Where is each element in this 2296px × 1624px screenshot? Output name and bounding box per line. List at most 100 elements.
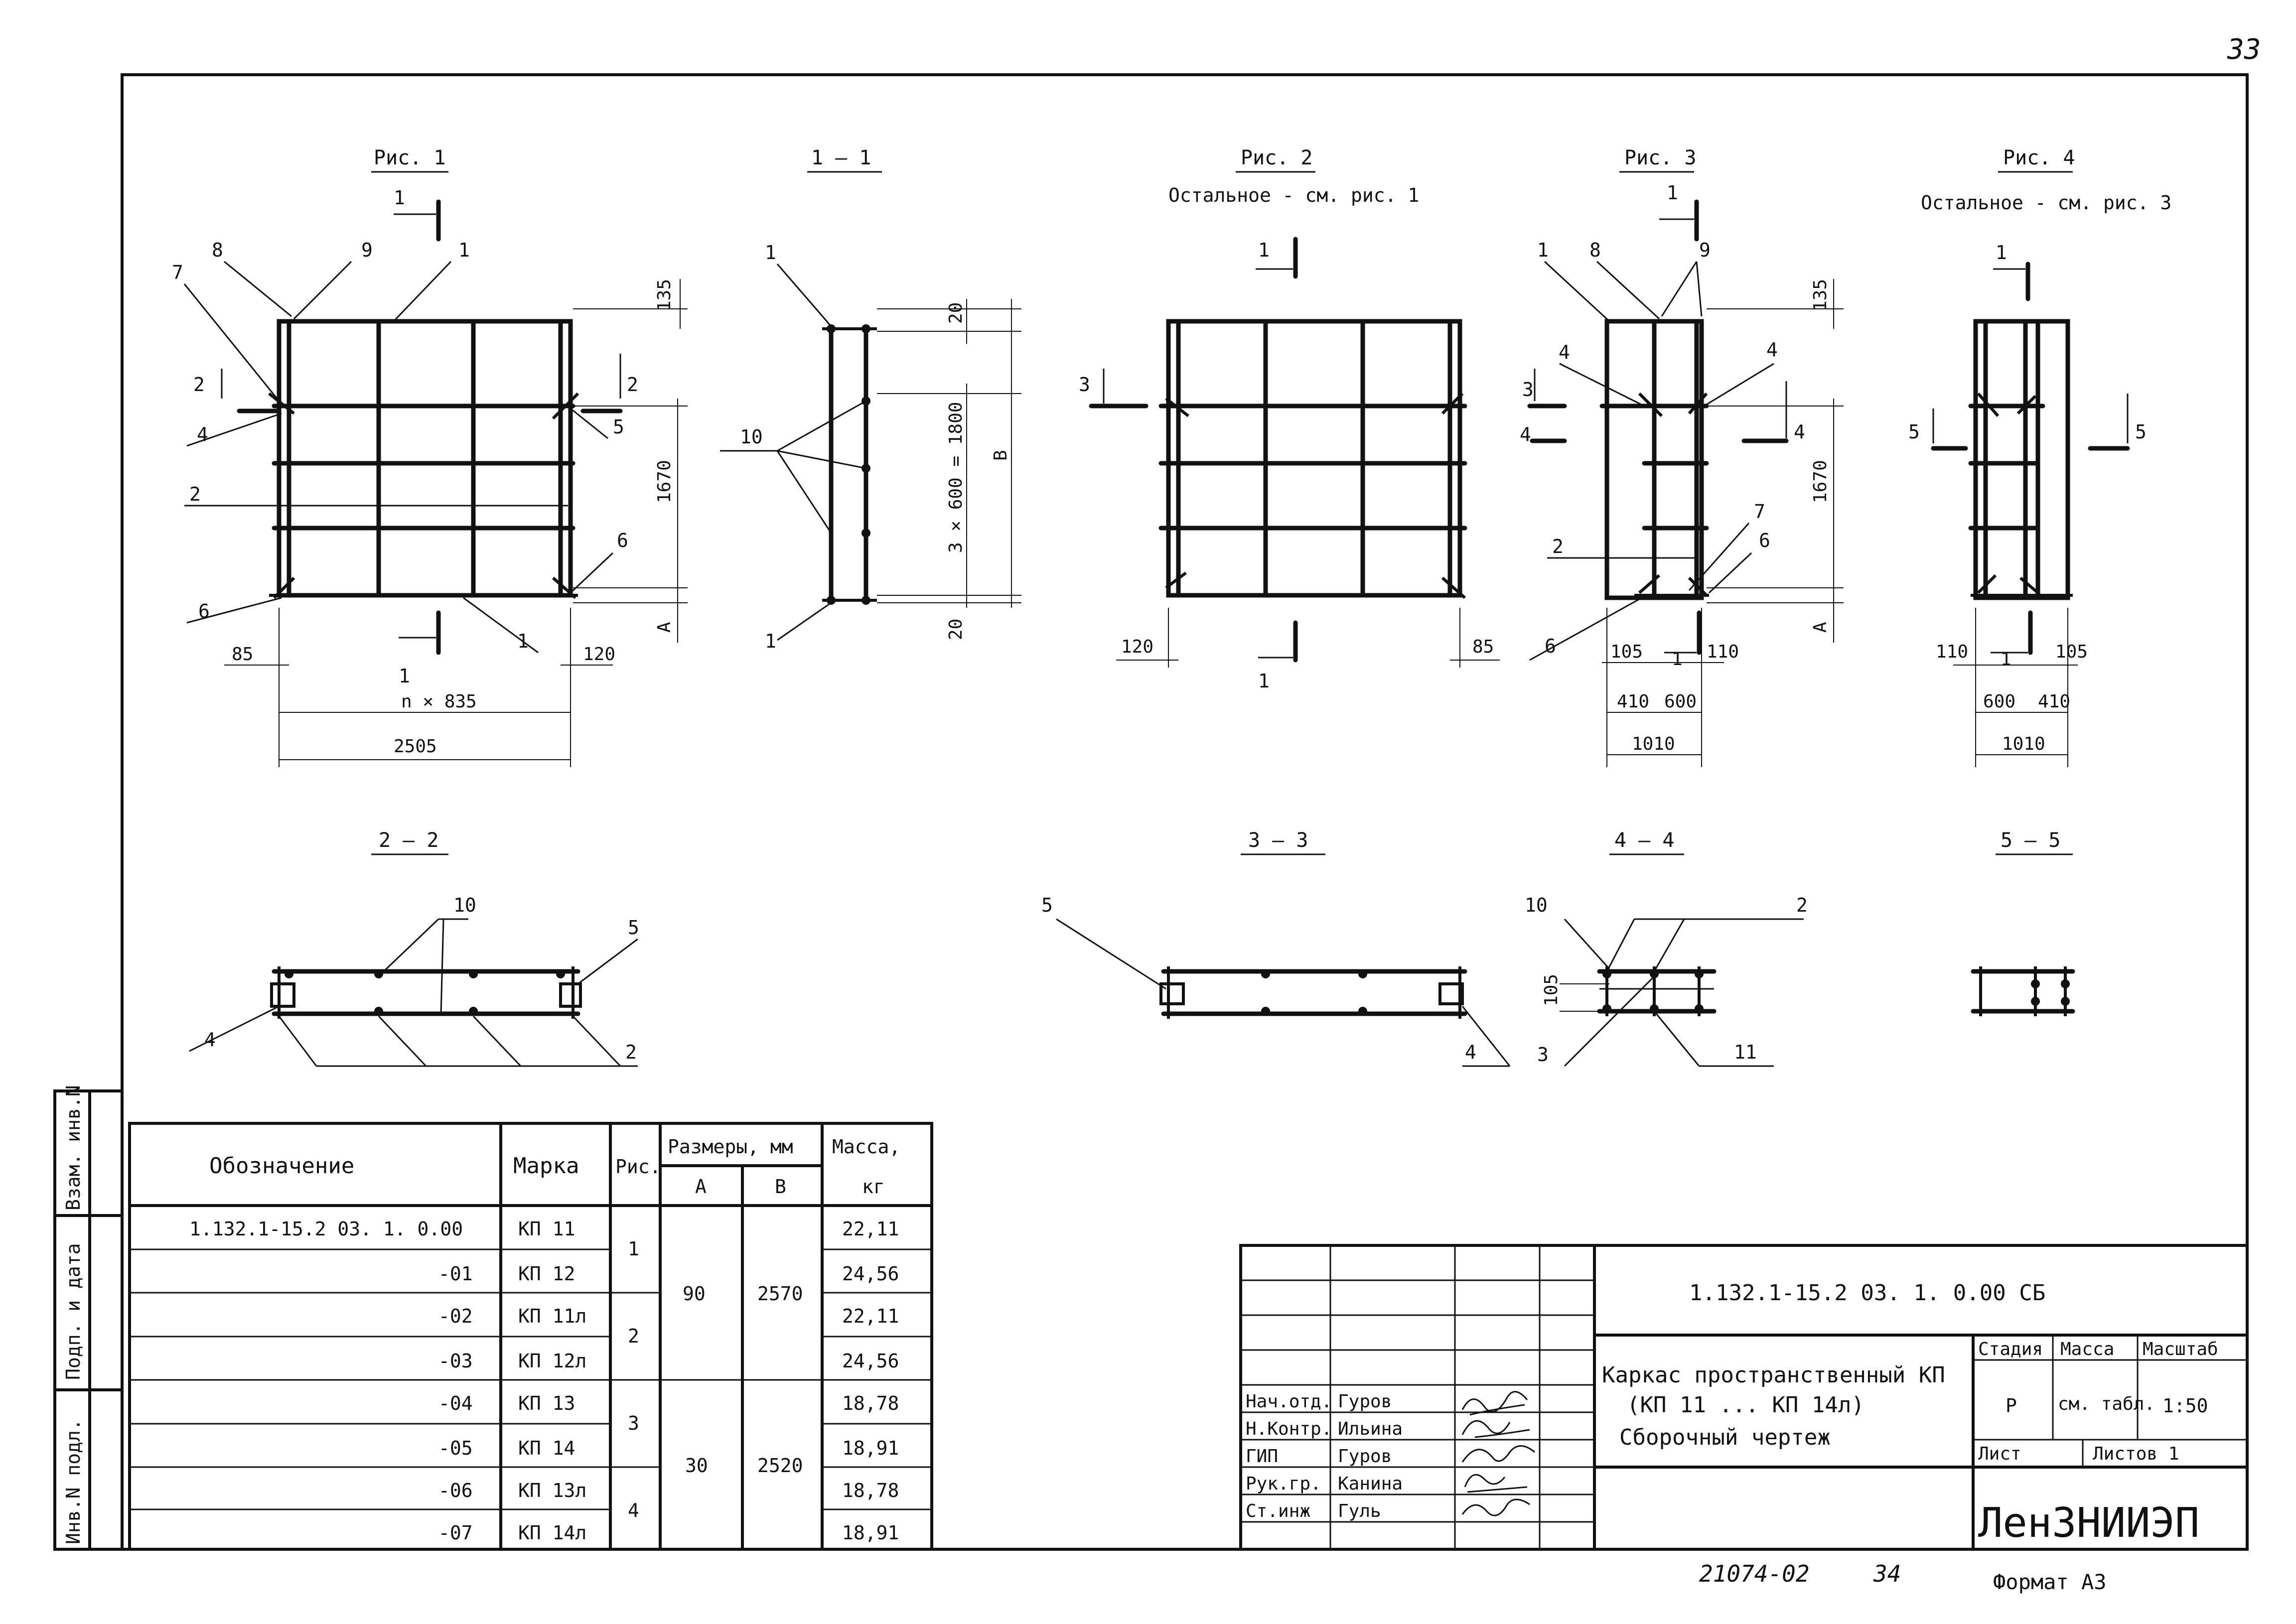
row-mass: 18,91: [842, 1437, 899, 1459]
svg-text:1: 1: [1996, 242, 2007, 264]
svg-text:1: 1: [1537, 239, 1549, 261]
footer-format: Формат А3: [1993, 1570, 2107, 1594]
doc-code: 1.132.1-15.2 03. 1. 0.00 СБ: [1689, 1280, 2045, 1306]
svg-text:1: 1: [1667, 182, 1678, 204]
svg-text:A: A: [1810, 622, 1831, 633]
doc-name-line2: (КП 11 ... КП 14л): [1627, 1392, 1865, 1418]
row-b: 2520: [757, 1455, 803, 1477]
svg-text:3 × 600 = 1800: 3 × 600 = 1800: [946, 402, 966, 553]
svg-text:9: 9: [361, 239, 373, 261]
row-mass: 22,11: [842, 1218, 899, 1240]
role-3: ГИП: [1246, 1446, 1278, 1467]
section-4-4-title: 4 — 4: [1614, 829, 1674, 852]
table-row: -06 КП 13л 4 18,78: [438, 1480, 899, 1521]
name-3: Гуров: [1338, 1446, 1392, 1467]
svg-text:3: 3: [1537, 1044, 1549, 1066]
figure-2-title: Рис. 2: [1241, 146, 1313, 169]
svg-text:110: 110: [1936, 642, 1968, 662]
drawing-frame: [121, 73, 2249, 1551]
table-row: -04 КП 13 3 30 2520 18,78: [438, 1392, 899, 1477]
figure-1: Рис. 1 1 1 2 2 8 9 1: [172, 146, 688, 767]
figure-3: Рис. 3 1 3 4 4 1 8 9 4 4 2: [1520, 146, 1844, 767]
mass-value: см. табл.: [2058, 1394, 2155, 1414]
row-fig: 4: [628, 1499, 639, 1521]
doc-name-line1: Каркас пространственный КП: [1602, 1362, 1945, 1388]
col-mark: Марка: [513, 1153, 579, 1179]
svg-text:10: 10: [1525, 894, 1548, 916]
svg-text:B: B: [991, 450, 1011, 461]
row-mark: КП 11: [518, 1218, 575, 1240]
row-mark: КП 11л: [518, 1305, 586, 1327]
svg-text:105: 105: [2055, 642, 2088, 662]
section-5-5: 5 — 5: [1971, 829, 2075, 1016]
svg-text:1670: 1670: [1810, 460, 1831, 503]
figure-3-title: Рис. 3: [1624, 146, 1697, 169]
stamp-orig-inv: Инв.N подл.: [62, 1419, 84, 1544]
svg-text:A: A: [654, 622, 675, 633]
figure-4-title: Рис. 4: [2003, 146, 2075, 169]
name-2: Ильина: [1338, 1419, 1403, 1439]
row-mark: КП 12л: [518, 1350, 586, 1372]
svg-text:2: 2: [625, 1041, 637, 1063]
row-designation: -05: [438, 1437, 473, 1459]
row-mark: КП 12: [518, 1263, 575, 1285]
row-mark: КП 13: [518, 1392, 575, 1414]
svg-text:5: 5: [613, 416, 624, 438]
row-designation: -06: [438, 1480, 473, 1501]
svg-text:1: 1: [1258, 670, 1270, 692]
svg-text:2: 2: [627, 374, 638, 396]
doc-name-line3: Сборочный чертеж: [1619, 1425, 1831, 1450]
svg-text:2: 2: [1552, 536, 1564, 557]
col-sizes: Размеры, мм: [668, 1136, 793, 1158]
row-designation: -02: [438, 1305, 473, 1327]
side-stamp: Взам. инв.N Подп. и дата Инв.N подл.: [53, 1085, 124, 1551]
svg-text:1: 1: [1672, 649, 1683, 670]
svg-text:9: 9: [1699, 239, 1711, 261]
col-a: A: [695, 1176, 707, 1198]
row-mass: 18,78: [842, 1392, 899, 1414]
svg-text:1670: 1670: [654, 460, 675, 503]
svg-text:1: 1: [1258, 239, 1270, 261]
svg-text:1: 1: [399, 665, 410, 687]
name-4: Канина: [1338, 1474, 1403, 1494]
svg-text:5: 5: [2135, 421, 2147, 443]
name-1: Гуров: [1338, 1391, 1392, 1412]
signature-2: [1461, 1420, 1530, 1438]
svg-text:120: 120: [1121, 637, 1153, 657]
row-a: 30: [685, 1455, 708, 1477]
page-number: 33: [2227, 33, 2261, 66]
role-4: Рук.гр.: [1246, 1474, 1321, 1494]
row-b: 2570: [757, 1283, 803, 1305]
table-row: -07 КП 14л 18,91: [438, 1522, 899, 1544]
svg-text:6: 6: [617, 530, 628, 551]
figure-4: Рис. 4 Остальное - см. рис. 3 1 5 5 110 …: [1908, 146, 2171, 767]
svg-text:85: 85: [232, 644, 253, 665]
svg-text:7: 7: [172, 262, 183, 283]
svg-text:2505: 2505: [394, 736, 437, 757]
footer-page: 34: [1873, 1560, 1901, 1587]
svg-text:1010: 1010: [1632, 734, 1675, 754]
figure-1-title: Рис. 1: [374, 146, 446, 169]
section-2-2: 2 — 2 10 5 4 2: [189, 829, 639, 1067]
svg-text:2: 2: [193, 374, 205, 396]
svg-text:4: 4: [1520, 423, 1531, 445]
role-5: Ст.инж: [1246, 1501, 1310, 1521]
row-mass: 18,78: [842, 1480, 899, 1501]
col-mass-unit: кг: [862, 1176, 885, 1198]
svg-text:6: 6: [1759, 530, 1770, 551]
table-row: -03 КП 12л 24,56: [438, 1350, 899, 1372]
section-4-4: 4 — 4 10 2 3 11 105: [1525, 829, 1808, 1067]
sheet-label: Лист: [1978, 1444, 2021, 1464]
signature-3: [1461, 1445, 1535, 1463]
row-designation: -04: [438, 1392, 473, 1414]
svg-text:1: 1: [765, 630, 776, 652]
table-row: -05 КП 14 18,91: [438, 1437, 899, 1459]
title-block: 1.132.1-15.2 03. 1. 0.00 СБ Каркас прост…: [1239, 1244, 2249, 1551]
section-1-1-title: 1 — 1: [811, 146, 871, 169]
svg-text:n × 835: n × 835: [401, 691, 477, 712]
footer-inventory: 21074-02: [1699, 1560, 1810, 1587]
section-2-2-title: 2 — 2: [379, 829, 438, 852]
svg-text:410: 410: [2038, 691, 2070, 712]
stage-label: Стадия: [1978, 1339, 2043, 1359]
